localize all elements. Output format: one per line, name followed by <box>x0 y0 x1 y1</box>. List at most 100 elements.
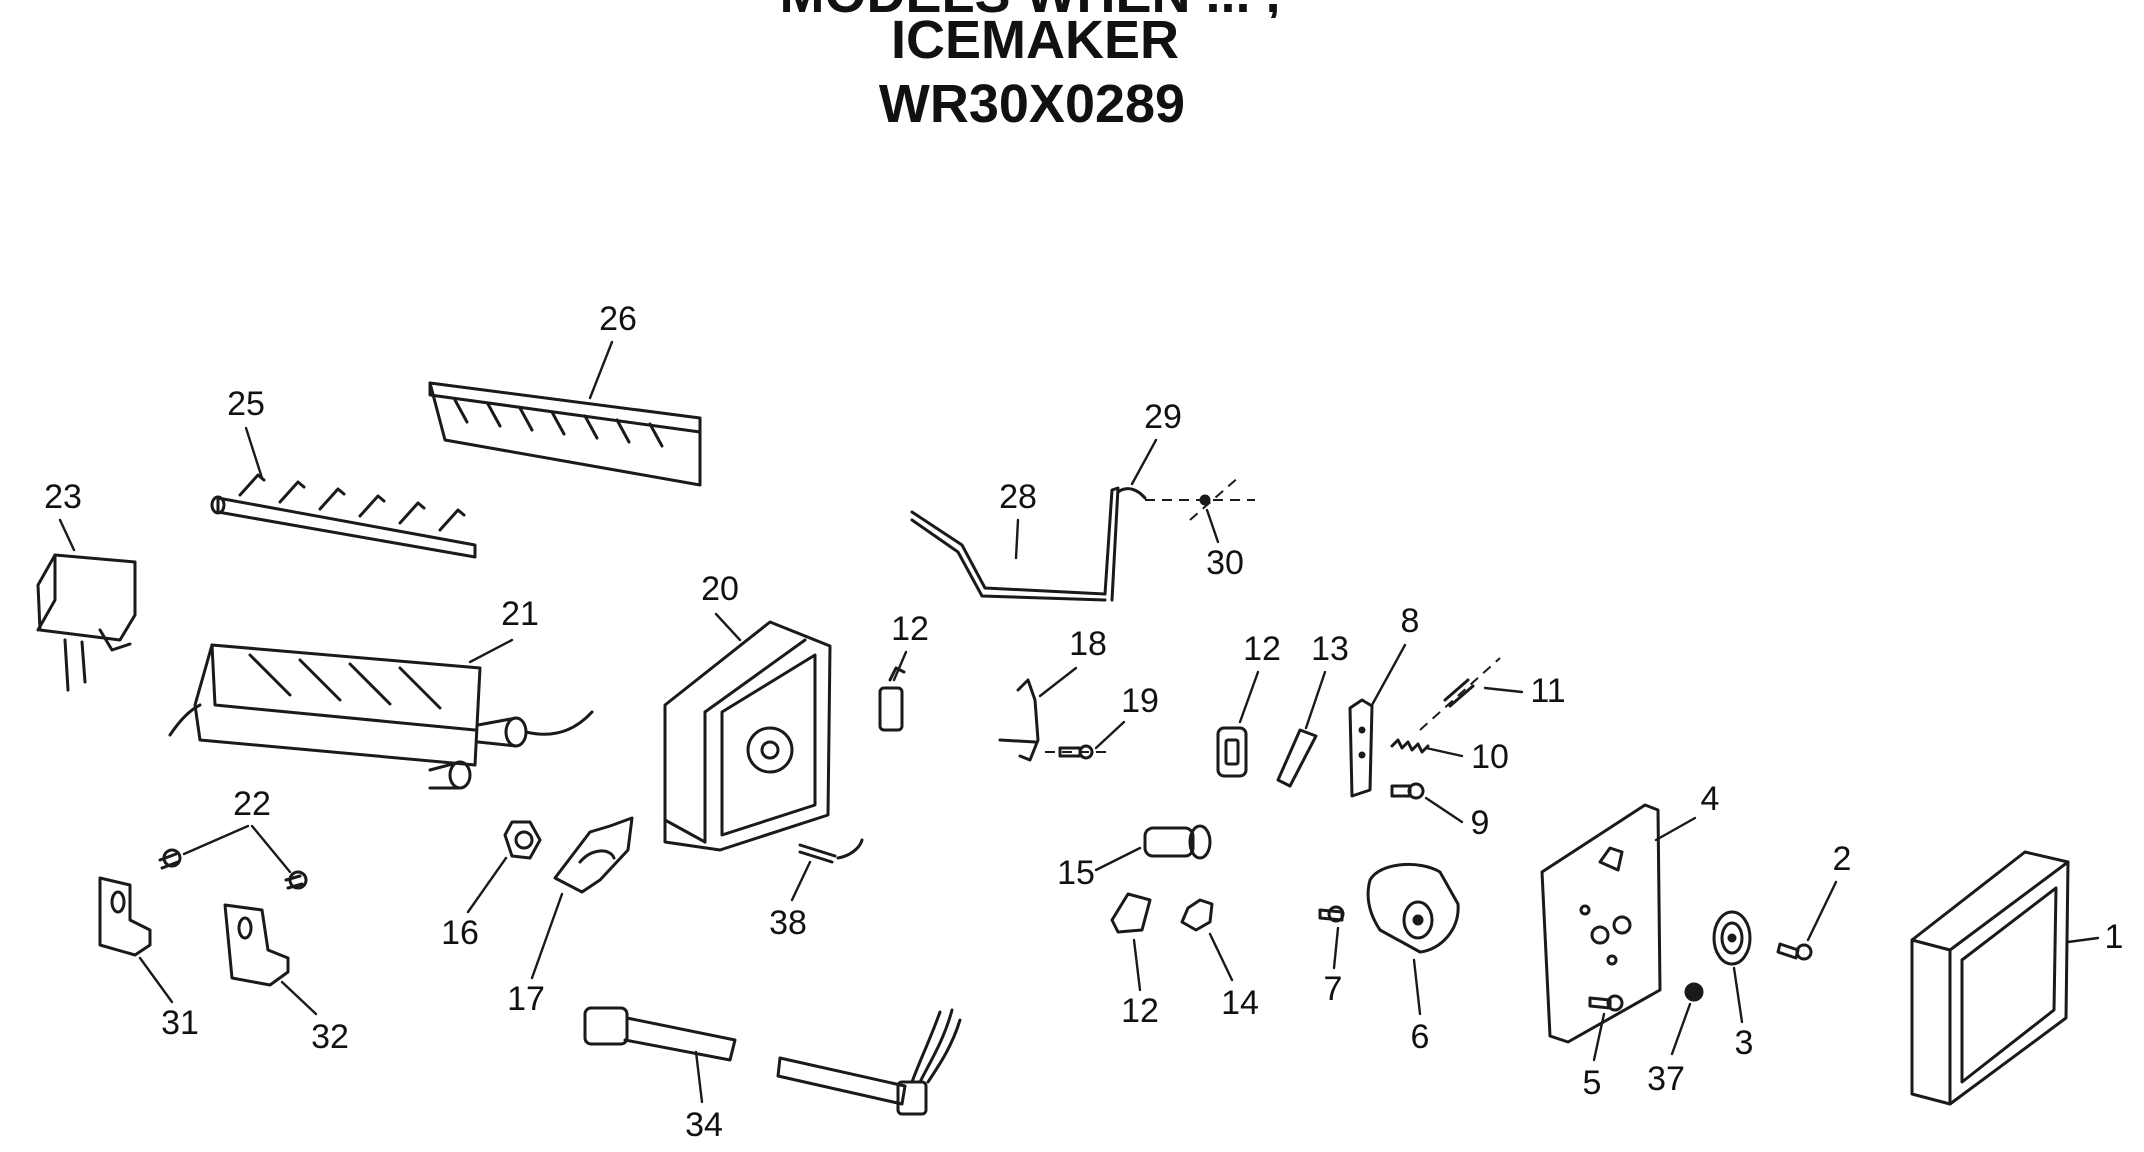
part-13-insulation <box>1276 728 1318 788</box>
callout-2: 2 <box>1806 840 1851 942</box>
callout-12-middle-label: 12 <box>1243 630 1281 668</box>
part-16-gear <box>503 820 542 860</box>
part-12-switch-middle <box>1216 726 1248 778</box>
callout-18-label: 18 <box>1069 625 1107 663</box>
callout-32: 32 <box>280 980 349 1056</box>
part-12-switch-upper <box>878 666 906 732</box>
callout-8: 8 <box>1370 602 1420 707</box>
part-30-retainer <box>1145 475 1255 521</box>
callout-26: 26 <box>588 300 637 400</box>
callout-12-middle: 12 <box>1238 630 1281 724</box>
callout-14-label: 14 <box>1221 984 1259 1022</box>
callout-25-label: 25 <box>227 385 265 423</box>
part-19-screw <box>1045 744 1110 760</box>
callout-31-label: 31 <box>161 1004 199 1042</box>
callout-15: 15 <box>1057 846 1142 892</box>
callout-11: 11 <box>1483 672 1566 710</box>
part-23-fill-cup <box>36 553 137 692</box>
callout-30: 30 <box>1205 508 1244 582</box>
callout-1-label: 1 <box>2105 918 2124 956</box>
callout-1: 1 <box>2066 918 2124 956</box>
callout-17: 17 <box>507 892 564 1018</box>
callout-31: 31 <box>138 956 199 1042</box>
part-22-screws <box>158 848 308 890</box>
callout-22-label: 22 <box>233 785 271 823</box>
part-12-switch-lower <box>1110 892 1152 934</box>
callout-37: 37 <box>1647 1002 1692 1098</box>
callout-23-label: 23 <box>44 478 82 516</box>
callout-22: 22 <box>182 785 292 874</box>
callout-13: 13 <box>1304 630 1349 730</box>
part-5-screw <box>1588 994 1624 1012</box>
diagram-title: MODELS WHEN ... , ICEMAKER WR30X0289 <box>779 0 1280 134</box>
callout-3: 3 <box>1732 966 1754 1062</box>
callout-12-lower: 12 <box>1121 938 1159 1030</box>
callout-10: 10 <box>1424 738 1509 776</box>
callout-17-label: 17 <box>507 980 545 1018</box>
callout-11-label: 11 <box>1530 672 1565 710</box>
part-6-motor <box>1366 862 1460 954</box>
part-4-mounting-plate <box>1540 803 1662 1044</box>
title-icemaker: ICEMAKER <box>891 10 1179 70</box>
callout-38-label: 38 <box>769 904 807 942</box>
callout-9-label: 9 <box>1471 804 1490 842</box>
part-31-bracket <box>98 876 152 957</box>
part-38-pin <box>798 838 864 864</box>
callout-28: 28 <box>999 478 1037 560</box>
title-cut-off-line: MODELS WHEN ... , <box>779 0 1280 24</box>
callout-38: 38 <box>769 860 812 942</box>
callout-7: 7 <box>1324 926 1343 1008</box>
callout-3-label: 3 <box>1735 1024 1754 1062</box>
callout-15-label: 15 <box>1057 854 1095 892</box>
callout-16: 16 <box>441 856 508 952</box>
callout-12-upper: 12 <box>891 610 929 682</box>
callout-4-label: 4 <box>1701 780 1720 818</box>
part-28-shutoff-arm <box>910 486 1120 602</box>
callout-34-label: 34 <box>685 1106 723 1144</box>
part-21-mold-heater <box>168 643 594 790</box>
callout-19: 19 <box>1094 682 1159 750</box>
callout-20-label: 20 <box>701 570 739 608</box>
part-26-ejector-cover <box>428 381 702 487</box>
callout-4: 4 <box>1654 780 1720 842</box>
part-25-ejector <box>210 473 477 559</box>
callout-10-label: 10 <box>1471 738 1509 776</box>
part-11-screw <box>1419 657 1501 731</box>
callout-19-label: 19 <box>1121 682 1159 720</box>
callout-7-label: 7 <box>1324 970 1343 1008</box>
callout-12-lower-label: 12 <box>1121 992 1159 1030</box>
callout-32-label: 32 <box>311 1018 349 1056</box>
callout-9: 9 <box>1424 796 1490 842</box>
callout-13-label: 13 <box>1311 630 1349 668</box>
callout-21-label: 21 <box>501 595 539 633</box>
part-7-screw <box>1318 905 1345 923</box>
part-15-thermostat <box>1143 824 1212 860</box>
callout-18: 18 <box>1038 625 1107 698</box>
part-2-screw <box>1776 942 1813 961</box>
callout-5-label: 5 <box>1583 1064 1602 1102</box>
callout-6: 6 <box>1411 958 1430 1056</box>
callout-6-label: 6 <box>1411 1018 1430 1056</box>
callout-14: 14 <box>1208 932 1259 1022</box>
callout-12-upper-label: 12 <box>891 610 929 648</box>
part-32-bracket <box>223 903 290 987</box>
callout-29: 29 <box>1130 398 1182 486</box>
callout-30-label: 30 <box>1206 544 1244 582</box>
callout-26-label: 26 <box>599 300 637 338</box>
callout-29-label: 29 <box>1144 398 1182 436</box>
part-14-clip <box>1180 898 1214 932</box>
title-part-number: WR30X0289 <box>879 74 1185 134</box>
part-3-gear <box>1712 910 1752 966</box>
callout-21: 21 <box>468 595 539 664</box>
part-34-harness <box>583 1006 962 1116</box>
part-29-arm-spring <box>1116 487 1147 500</box>
callout-8-label: 8 <box>1401 602 1420 640</box>
callout-28-label: 28 <box>999 478 1037 516</box>
part-37-cap <box>1684 982 1704 1002</box>
callout-20: 20 <box>701 570 742 642</box>
callout-25: 25 <box>227 385 265 480</box>
callout-23: 23 <box>44 478 82 552</box>
part-1-front-cover <box>1910 850 2070 1106</box>
part-9-screw <box>1390 782 1425 800</box>
callout-5: 5 <box>1583 1012 1606 1102</box>
